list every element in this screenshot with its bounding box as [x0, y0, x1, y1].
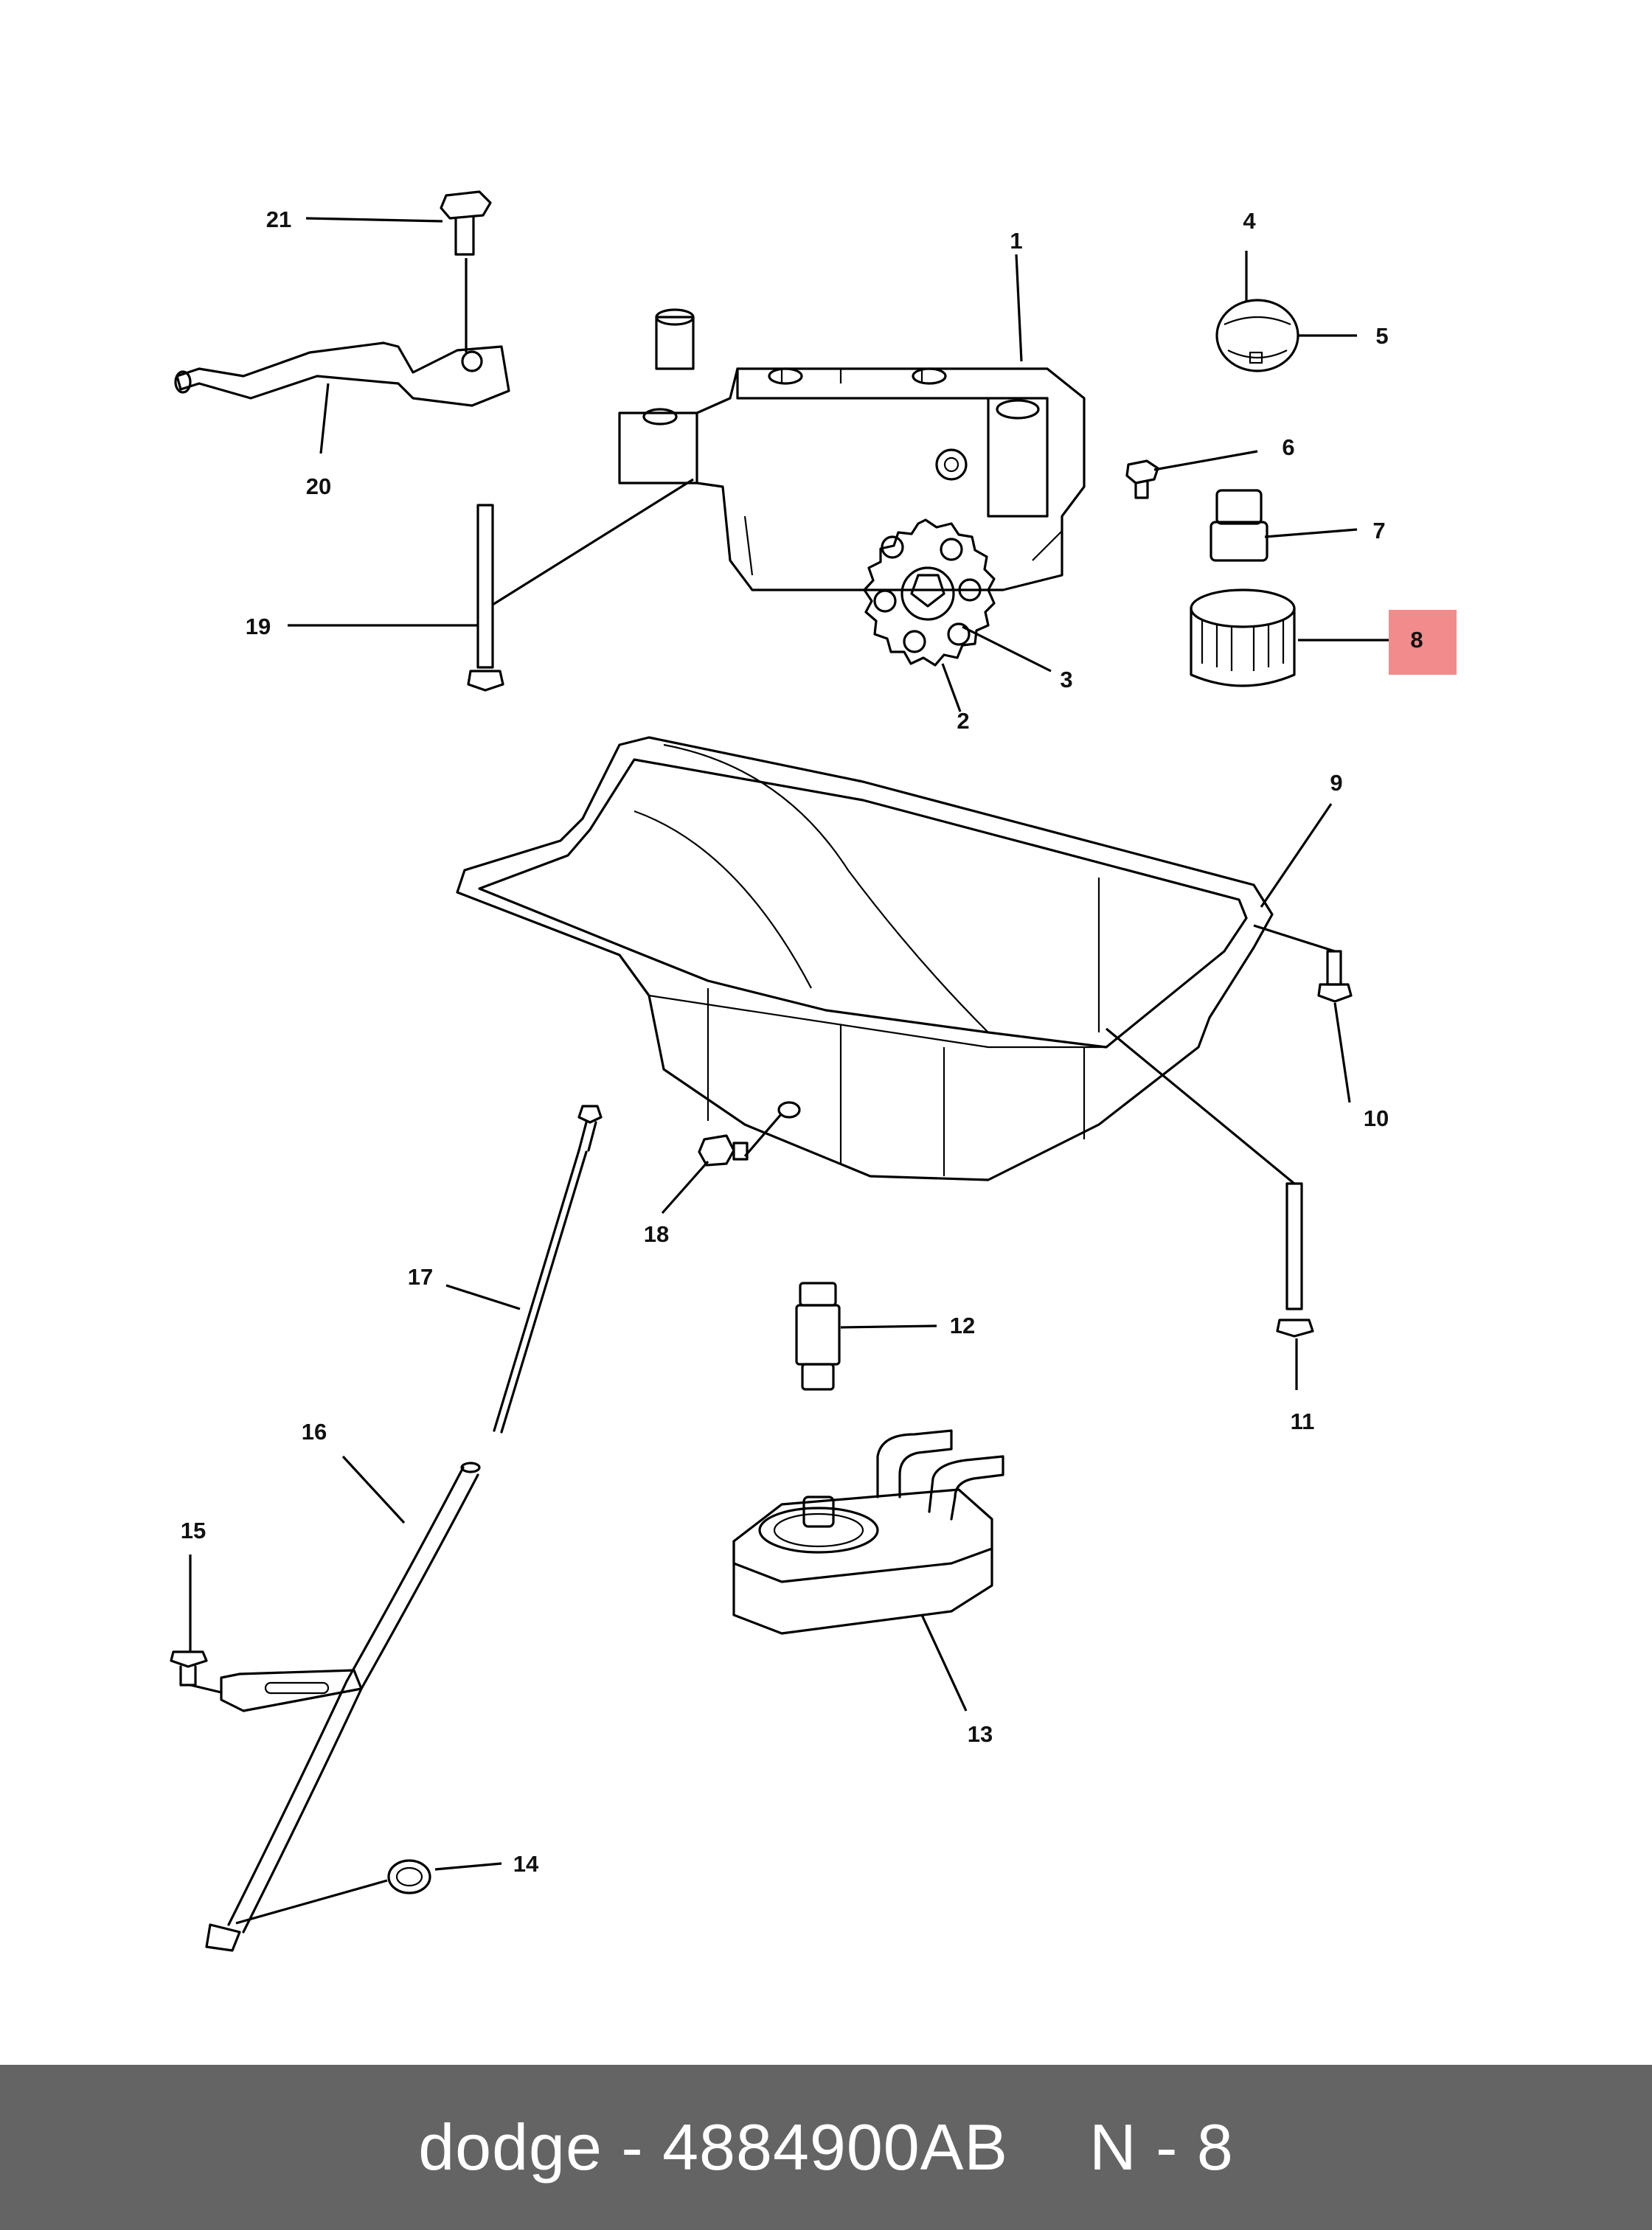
callout-16: 16	[302, 1419, 327, 1445]
bolt-21[interactable]	[440, 190, 492, 256]
callout-1: 1	[1010, 228, 1022, 254]
leader-lines	[189, 217, 1391, 1925]
cooler-connector[interactable]	[795, 1282, 841, 1391]
o-ring[interactable]	[387, 1859, 431, 1894]
oil-cooler[interactable]	[732, 1429, 1004, 1635]
bolt-15[interactable]	[170, 1650, 208, 1687]
part-number-footer: dodge - 4884900AB N - 8	[0, 2065, 1652, 2230]
stud-19[interactable]	[467, 504, 504, 692]
callout-4: 4	[1243, 208, 1256, 234]
filter-adapter[interactable]	[1210, 489, 1268, 562]
oil-pump-housing[interactable]	[618, 308, 1086, 591]
bolt-10[interactable]	[1317, 950, 1353, 1003]
oil-pickup-tube[interactable]	[174, 341, 510, 407]
callout-6: 6	[1282, 434, 1294, 460]
callout-14: 14	[513, 1851, 539, 1877]
callout-15: 15	[181, 1518, 206, 1543]
oil-pump-sprocket[interactable]	[863, 518, 996, 667]
oil-pan[interactable]	[456, 736, 1274, 1181]
callout-18: 18	[644, 1221, 669, 1247]
oil-system-exploded-diagram: 1 2 3 4 5 6 7 8 9 10 11 12 13 14 15 16 1…	[170, 190, 1457, 1952]
oil-filter[interactable]	[1190, 588, 1296, 687]
callout-2: 2	[957, 708, 969, 734]
bolt-6[interactable]	[1125, 459, 1159, 499]
callout-labels: 1 2 3 4 5 6 7 8 9 10 11 12 13 14 15 16 1…	[181, 206, 1423, 1877]
callout-10: 10	[1364, 1105, 1389, 1131]
dipstick-tube[interactable]	[205, 1462, 481, 1952]
highlight-box	[1389, 610, 1457, 675]
callout-3: 3	[1060, 667, 1072, 692]
callout-13: 13	[968, 1721, 993, 1747]
callout-7: 7	[1372, 518, 1385, 543]
callout-19: 19	[246, 614, 271, 639]
stud-11[interactable]	[1276, 1182, 1314, 1338]
oil-filler-cap[interactable]	[1215, 299, 1299, 372]
drain-plug[interactable]	[698, 1134, 749, 1167]
callout-8: 8	[1410, 627, 1423, 653]
callout-9: 9	[1330, 770, 1342, 796]
footer-ref: N - 8	[1089, 2111, 1234, 2184]
callout-20: 20	[306, 473, 331, 499]
footer-brand-part: dodge - 4884900AB	[418, 2111, 1009, 2184]
dipstick[interactable]	[493, 1105, 603, 1434]
callout-17: 17	[408, 1264, 433, 1290]
callout-11: 11	[1291, 1408, 1315, 1434]
callout-12: 12	[950, 1313, 975, 1338]
callout-21: 21	[266, 206, 291, 232]
callout-5: 5	[1375, 323, 1388, 349]
